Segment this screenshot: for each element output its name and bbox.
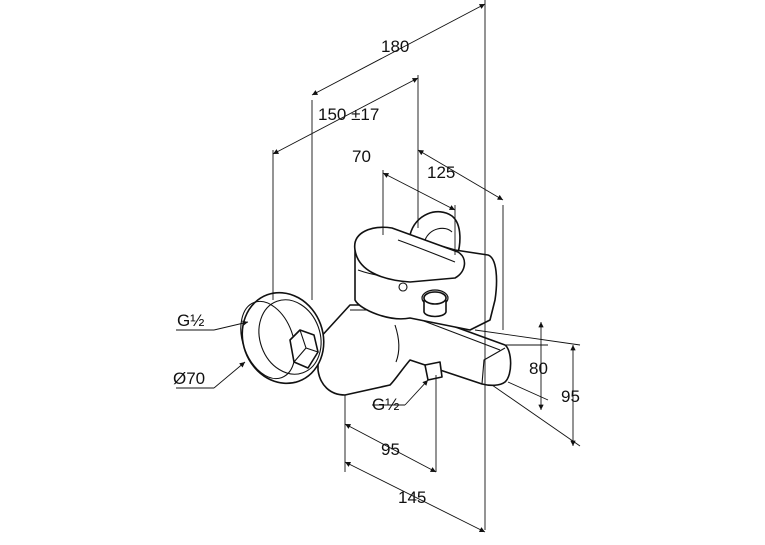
dim-80: 80 <box>529 359 548 378</box>
dim-70: 70 <box>352 147 371 166</box>
mixer-body <box>240 210 512 396</box>
left-rosette <box>240 291 325 385</box>
dim-180: 180 <box>381 37 409 56</box>
dim-145: 145 <box>398 488 426 507</box>
spout <box>317 304 512 396</box>
diverter-knob <box>421 289 449 318</box>
leader-thread-left <box>213 320 249 331</box>
dim-95-right: 95 <box>561 387 580 406</box>
dimension-lines <box>176 3 576 533</box>
callout-thread-bottom: G½ <box>372 395 399 414</box>
lever-handle <box>354 226 466 292</box>
dim-line-125 <box>417 149 504 201</box>
dim-150: 150 ±17 <box>318 105 379 124</box>
callout-diameter: Ø70 <box>173 369 205 388</box>
dimension-labels: 180 150 ±17 70 125 80 95 95 145 G½ Ø70 G… <box>173 37 580 507</box>
dim-95-bottom: 95 <box>381 440 400 459</box>
leader-diameter <box>213 361 246 389</box>
dim-125: 125 <box>427 163 455 182</box>
callout-thread-left: G½ <box>177 311 204 330</box>
leader-thread-bottom <box>404 379 429 406</box>
dim-line-150 <box>272 77 419 155</box>
dim-line-145 <box>344 461 486 533</box>
